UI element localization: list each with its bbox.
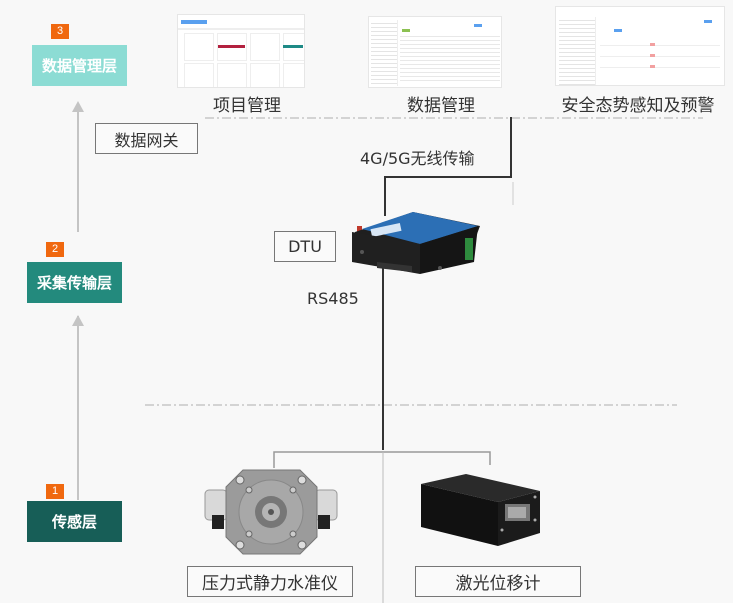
data-gateway-label: 数据网关 <box>95 123 198 154</box>
sensor-branch-line <box>273 451 491 468</box>
layer-sensing: 传感层 <box>27 501 122 542</box>
arrow-head-up-icon <box>72 101 84 112</box>
project-management-screenshot <box>177 14 305 88</box>
layer-collection-transmission: 采集传输层 <box>27 262 122 303</box>
module-caption: 数据管理 <box>407 96 475 116</box>
dtu-label: DTU <box>274 231 336 262</box>
layer-number-badge: 2 <box>46 242 64 257</box>
module-caption: 项目管理 <box>213 96 281 116</box>
laser-displacement-meter-label: 激光位移计 <box>415 566 581 597</box>
hydrostatic-level-sensor-label: 压力式静力水准仪 <box>187 566 353 597</box>
wireless-link-line <box>384 117 512 216</box>
rs485-label: RS485 <box>307 289 359 308</box>
wireless-transmission-label: 4G/5G无线传输 <box>360 149 475 168</box>
module-caption: 安全态势感知及预警 <box>561 96 715 116</box>
arrow-head-up-icon <box>72 315 84 326</box>
layer-number-badge: 1 <box>46 484 64 499</box>
security-warning-screenshot <box>555 6 725 86</box>
data-management-screenshot <box>368 16 502 88</box>
layer-data-management: 数据管理层 <box>32 45 127 86</box>
layer-number-badge: 3 <box>51 24 69 39</box>
